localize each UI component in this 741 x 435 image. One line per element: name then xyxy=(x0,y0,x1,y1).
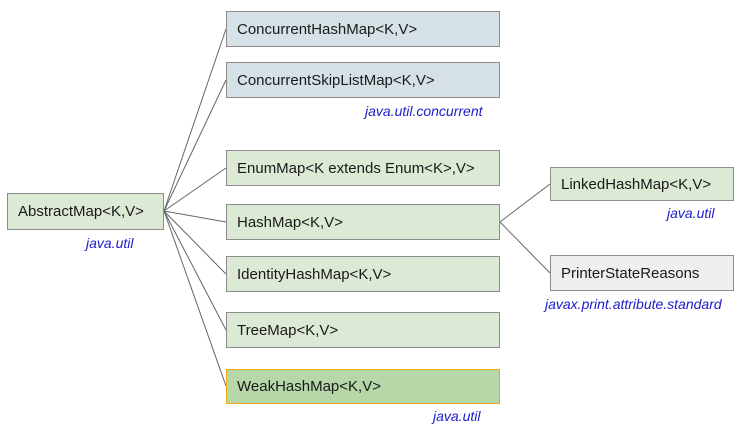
weakhashmap-package-label: java.util xyxy=(433,408,481,424)
concurrenthashmap-label: ConcurrentHashMap<K,V> xyxy=(237,20,418,38)
hashmap-node: HashMap<K,V> xyxy=(226,204,500,240)
linkedhashmap-package-label: java.util xyxy=(667,205,715,221)
abstractmap-package-label: java.util xyxy=(86,235,134,251)
edge-abstract-to-treemap xyxy=(163,210,227,331)
weakhashmap-node: WeakHashMap<K,V> xyxy=(226,369,500,404)
edge-abstract-to-weakhashmap xyxy=(163,210,227,387)
treemap-node: TreeMap<K,V> xyxy=(226,312,500,348)
concurrentskiplistmap-label: ConcurrentSkipListMap<K,V> xyxy=(237,71,435,89)
edge-hashmap-to-linkedhashmap xyxy=(499,183,551,223)
weakhashmap-label: WeakHashMap<K,V> xyxy=(237,378,381,395)
edge-hashmap-to-printerstatereasons xyxy=(499,221,551,274)
printerstatereasons-node: PrinterStateReasons xyxy=(550,255,734,291)
edge-abstract-to-identityhashmap xyxy=(163,210,227,275)
edge-abstract-to-concurrenthashmap xyxy=(163,28,227,212)
treemap-label: TreeMap<K,V> xyxy=(237,321,339,339)
enummap-label: EnumMap<K extends Enum<K>,V> xyxy=(237,159,475,177)
edge-abstract-to-hashmap xyxy=(163,210,227,223)
linkedhashmap-label: LinkedHashMap<K,V> xyxy=(561,175,712,193)
enummap-node: EnumMap<K extends Enum<K>,V> xyxy=(226,150,500,186)
edge-abstract-to-enummap xyxy=(163,167,227,212)
abstractmap-node: AbstractMap<K,V> xyxy=(7,193,164,230)
identityhashmap-node: IdentityHashMap<K,V> xyxy=(226,256,500,292)
printerstatereasons-label: PrinterStateReasons xyxy=(561,264,700,282)
printerstatereasons-package-label: javax.print.attribute.standard xyxy=(545,296,722,312)
abstractmap-label: AbstractMap<K,V> xyxy=(18,203,144,220)
concurrentskiplistmap-node: ConcurrentSkipListMap<K,V> xyxy=(226,62,500,98)
identityhashmap-label: IdentityHashMap<K,V> xyxy=(237,265,392,283)
concurrenthashmap-node: ConcurrentHashMap<K,V> xyxy=(226,11,500,47)
concurrent-package-label: java.util.concurrent xyxy=(365,103,483,119)
edge-abstract-to-concurrentskiplistmap xyxy=(163,79,227,212)
linkedhashmap-node: LinkedHashMap<K,V> xyxy=(550,167,734,201)
hashmap-label: HashMap<K,V> xyxy=(237,213,343,231)
